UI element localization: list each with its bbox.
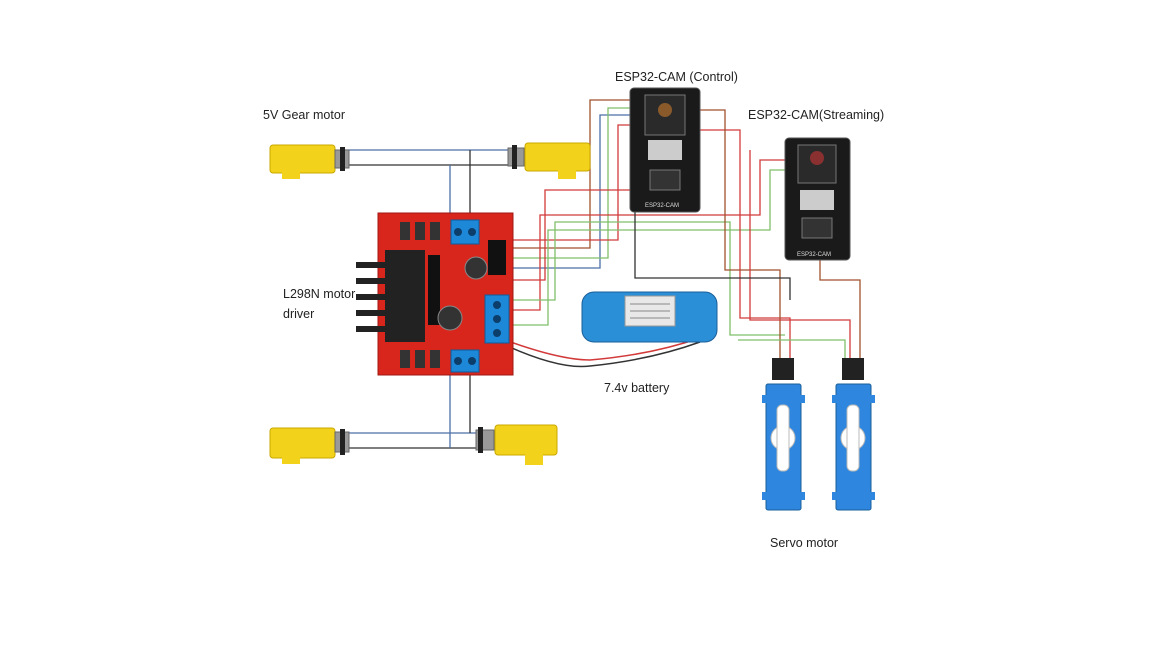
gear-motor-top-left — [269, 144, 350, 179]
label-driver-line1: L298N motor — [283, 287, 356, 301]
wire-ctrl-5 — [505, 189, 630, 281]
wire-servo-1-red — [700, 129, 791, 360]
label-battery: 7.4v battery — [604, 381, 670, 395]
esp32-cam-control-board: ESP32-CAM — [629, 87, 701, 213]
label-esp-streaming: ESP32-CAM(Streaming) — [748, 108, 885, 122]
driver-capacitor-2 — [437, 305, 463, 331]
battery-pack — [581, 291, 718, 343]
wire-ctrl-2 — [505, 107, 630, 259]
gear-motor-bottom-right — [475, 424, 558, 465]
servo-motor-2 — [832, 358, 875, 511]
l298n-driver-board — [356, 212, 514, 376]
driver-heatsink — [356, 250, 425, 342]
wire-battery-red — [504, 337, 701, 361]
label-driver-line2: driver — [283, 307, 315, 321]
servo-motor-1 — [762, 358, 805, 511]
wire-servo-1-brown — [700, 109, 781, 360]
wire-battery-black — [504, 341, 701, 368]
wires — [345, 99, 861, 449]
wire-servo-2-green — [738, 339, 846, 360]
label-esp-control: ESP32-CAM (Control) — [615, 70, 738, 84]
wire-servo-black — [634, 210, 791, 300]
wire-servo-2-brown — [819, 260, 861, 360]
esp-control-silkscreen: ESP32-CAM — [645, 203, 679, 209]
driver-terminal-bottom — [450, 349, 480, 373]
gear-motor-top-right — [507, 142, 591, 179]
wire-ctrl-6 — [505, 159, 790, 311]
driver-capacitor-1 — [464, 256, 488, 280]
wire-ctrl-1 — [505, 114, 630, 269]
wire-ctrl-4 — [505, 124, 630, 241]
wire-servo-2-red — [749, 150, 851, 360]
wire-ctrl-8 — [505, 221, 785, 336]
label-gear-motor: 5V Gear motor — [263, 108, 345, 122]
gear-motor-bottom-left — [269, 427, 350, 464]
esp-streaming-silkscreen: ESP32-CAM — [797, 252, 831, 258]
wire-ctrl-7 — [505, 169, 790, 326]
label-servo: Servo motor — [770, 536, 839, 550]
esp32-cam-streaming-board: ESP32-CAM — [784, 137, 851, 261]
